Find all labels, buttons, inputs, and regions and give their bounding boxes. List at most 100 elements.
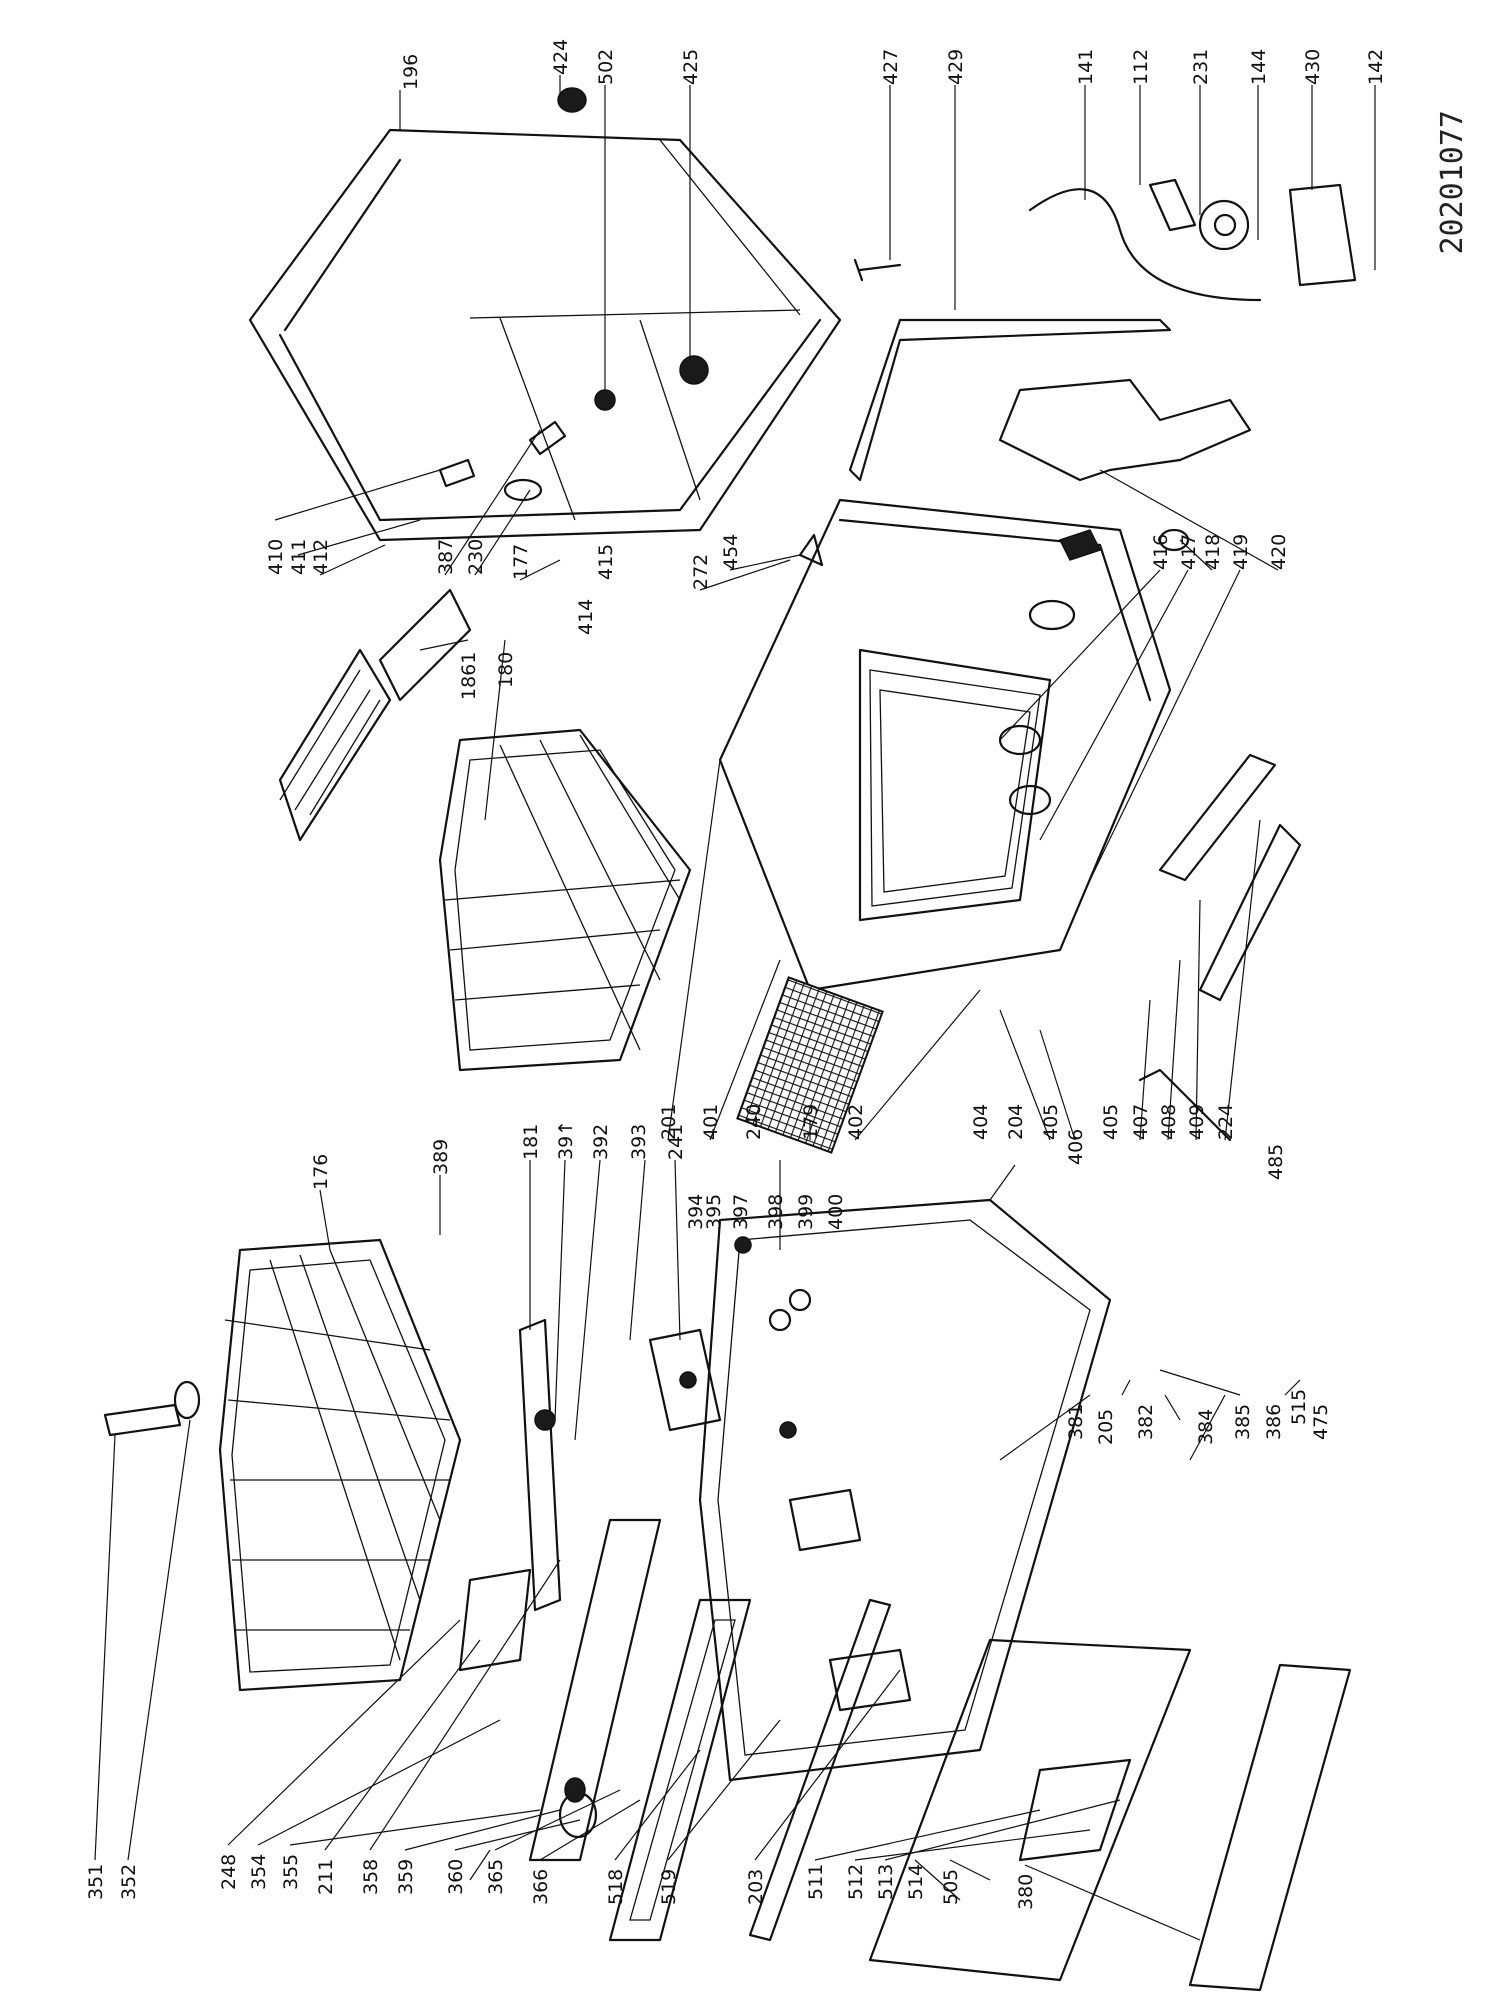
label-387: 387 (435, 539, 457, 575)
label-231: 231 (1190, 49, 1212, 85)
label-415: 415 (595, 544, 617, 580)
bracket-407-409 (1138, 753, 1302, 1142)
knob-424 (557, 87, 587, 113)
spray-nozzle-351-352 (103, 1380, 201, 1437)
label-177: 177 (510, 544, 532, 580)
upper-rack-180 (438, 728, 692, 1072)
label-513: 513 (875, 1864, 897, 1900)
label-389: 389 (430, 1139, 452, 1175)
screw-427 (853, 258, 902, 282)
control-panel-211 (458, 1518, 662, 1862)
label-179: 179 (800, 1104, 822, 1140)
label-366: 366 (530, 1869, 552, 1905)
label-512: 512 (845, 1864, 867, 1900)
label-392: 392 (590, 1124, 612, 1160)
label-112: 112 (1130, 49, 1152, 85)
part-labels: 196 424 502 425 427 429 141 112 231 144 … (85, 39, 1387, 1910)
label-360: 360 (445, 1859, 467, 1895)
label-519: 519 (658, 1869, 680, 1905)
label-355: 355 (280, 1854, 302, 1890)
label-382: 382 (1135, 1404, 1157, 1440)
label-359: 359 (395, 1859, 417, 1895)
label-230: 230 (465, 539, 487, 575)
label-518: 518 (605, 1869, 627, 1905)
label-411: 411 (288, 539, 310, 575)
label-417: 417 (1178, 534, 1200, 570)
label-399: 399 (795, 1194, 817, 1230)
label-144: 144 (1248, 49, 1270, 85)
label-505: 505 (940, 1869, 962, 1905)
label-384: 384 (1195, 1409, 1217, 1445)
pump-231 (1198, 199, 1250, 251)
tub-assembly (718, 498, 1190, 992)
label-240: 240 (743, 1104, 765, 1140)
label-430: 430 (1302, 49, 1324, 85)
label-409: 409 (1186, 1104, 1208, 1140)
label-405a: 405 (1040, 1104, 1062, 1140)
label-381: 381 (1065, 1404, 1087, 1440)
label-351: 351 (85, 1864, 107, 1900)
label-401: 401 (700, 1104, 722, 1140)
label-514: 514 (905, 1864, 927, 1900)
label-427: 427 (880, 49, 902, 85)
cutlery-basket-179 (736, 976, 884, 1154)
label-502: 502 (595, 49, 617, 85)
label-201: 201 (658, 1104, 680, 1140)
label-400: 400 (825, 1194, 847, 1230)
label-404: 404 (970, 1104, 992, 1140)
motor-112 (1148, 178, 1197, 232)
label-204: 204 (1005, 1104, 1027, 1140)
outer-door-203 (868, 1638, 1192, 1982)
label-142: 142 (1365, 49, 1387, 85)
label-420: 420 (1268, 534, 1290, 570)
label-407: 407 (1130, 1104, 1152, 1140)
label-408: 408 (1158, 1104, 1180, 1140)
label-141: 141 (1075, 49, 1097, 85)
label-454: 454 (720, 534, 742, 570)
label-1861: 1861 (458, 652, 480, 700)
cutlery-tray-1861 (278, 588, 472, 842)
detergent-dispenser-241 (648, 1328, 722, 1432)
label-414: 414 (575, 599, 597, 635)
lower-rack-176 (218, 1238, 462, 1692)
label-354: 354 (248, 1854, 270, 1890)
label-395: 395 (703, 1194, 725, 1230)
bracket-430 (1288, 183, 1357, 287)
label-475: 475 (1310, 1404, 1332, 1440)
label-419: 419 (1230, 534, 1252, 570)
label-416: 416 (1150, 534, 1172, 570)
label-385: 385 (1232, 1404, 1254, 1440)
power-cable-141 (1028, 188, 1262, 302)
label-397: 397 (730, 1194, 752, 1230)
label-412: 412 (310, 539, 332, 575)
label-358: 358 (360, 1859, 382, 1895)
label-398: 398 (765, 1194, 787, 1230)
label-394: 394 (685, 1194, 707, 1230)
label-241: 241 (665, 1124, 687, 1160)
drawing-code: 20201077 (1435, 110, 1470, 255)
label-196: 196 (400, 54, 422, 90)
label-180: 180 (495, 652, 517, 688)
door-seal-429 (848, 318, 1172, 482)
label-402: 402 (845, 1104, 867, 1140)
label-425: 425 (680, 49, 702, 85)
label-352: 352 (118, 1864, 140, 1900)
spray-arm-181 (518, 1318, 562, 1612)
label-176: 176 (310, 1154, 332, 1190)
insulation-420 (998, 378, 1252, 482)
label-211: 211 (315, 1859, 337, 1895)
label-224: 224 (1215, 1104, 1237, 1140)
cabinet-outer (248, 128, 842, 542)
label-203: 203 (745, 1869, 767, 1905)
inner-door-204 (698, 1198, 1112, 1782)
label-391: 39↑ (555, 1120, 577, 1160)
knob-360 (558, 1777, 598, 1839)
label-511: 511 (805, 1864, 827, 1900)
label-424: 424 (550, 39, 572, 75)
label-181: 181 (520, 1124, 542, 1160)
label-405b: 405 (1100, 1104, 1122, 1140)
label-365: 365 (485, 1859, 507, 1895)
label-515: 515 (1288, 1389, 1310, 1425)
